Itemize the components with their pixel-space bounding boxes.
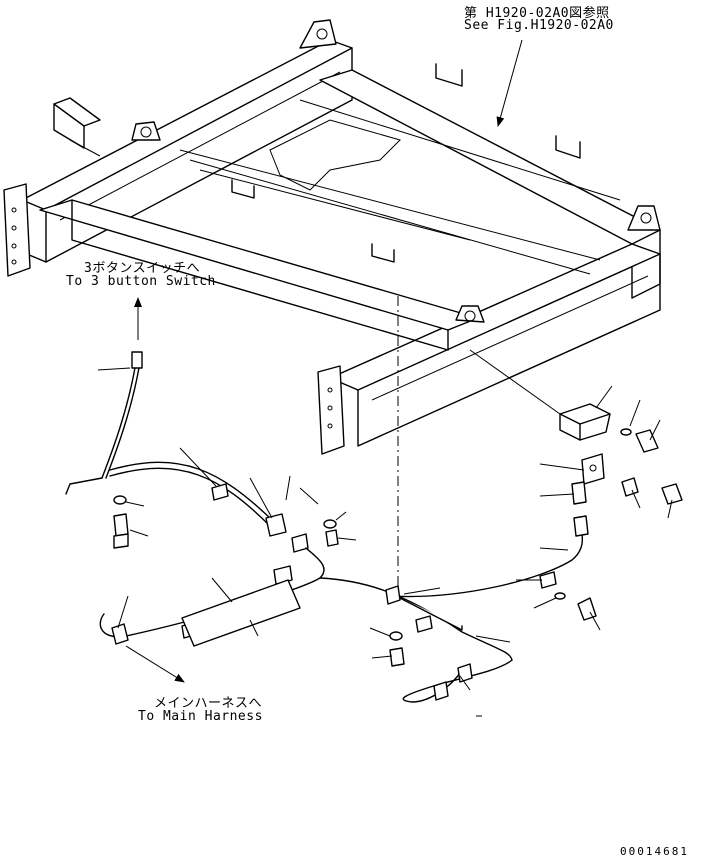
reference-figure-jp: 第 H1920-02A0図参照 xyxy=(464,6,610,21)
reference-figure-en: See Fig.H1920-02A0 xyxy=(464,18,614,33)
fasteners xyxy=(113,481,587,667)
wire-harness xyxy=(65,351,589,703)
bracket-assembly xyxy=(554,403,683,621)
switch-label-en: To 3 button Switch xyxy=(66,274,216,289)
harness-label-en: To Main Harness xyxy=(138,709,263,724)
harness-label-jp: メインハーネスへ xyxy=(154,696,263,711)
switch-label-jp: 3ボタンスイッチへ xyxy=(84,261,201,276)
leader-lines xyxy=(69,39,673,717)
cab-frame xyxy=(3,19,661,455)
drawing-number: 00014681 xyxy=(620,845,689,858)
